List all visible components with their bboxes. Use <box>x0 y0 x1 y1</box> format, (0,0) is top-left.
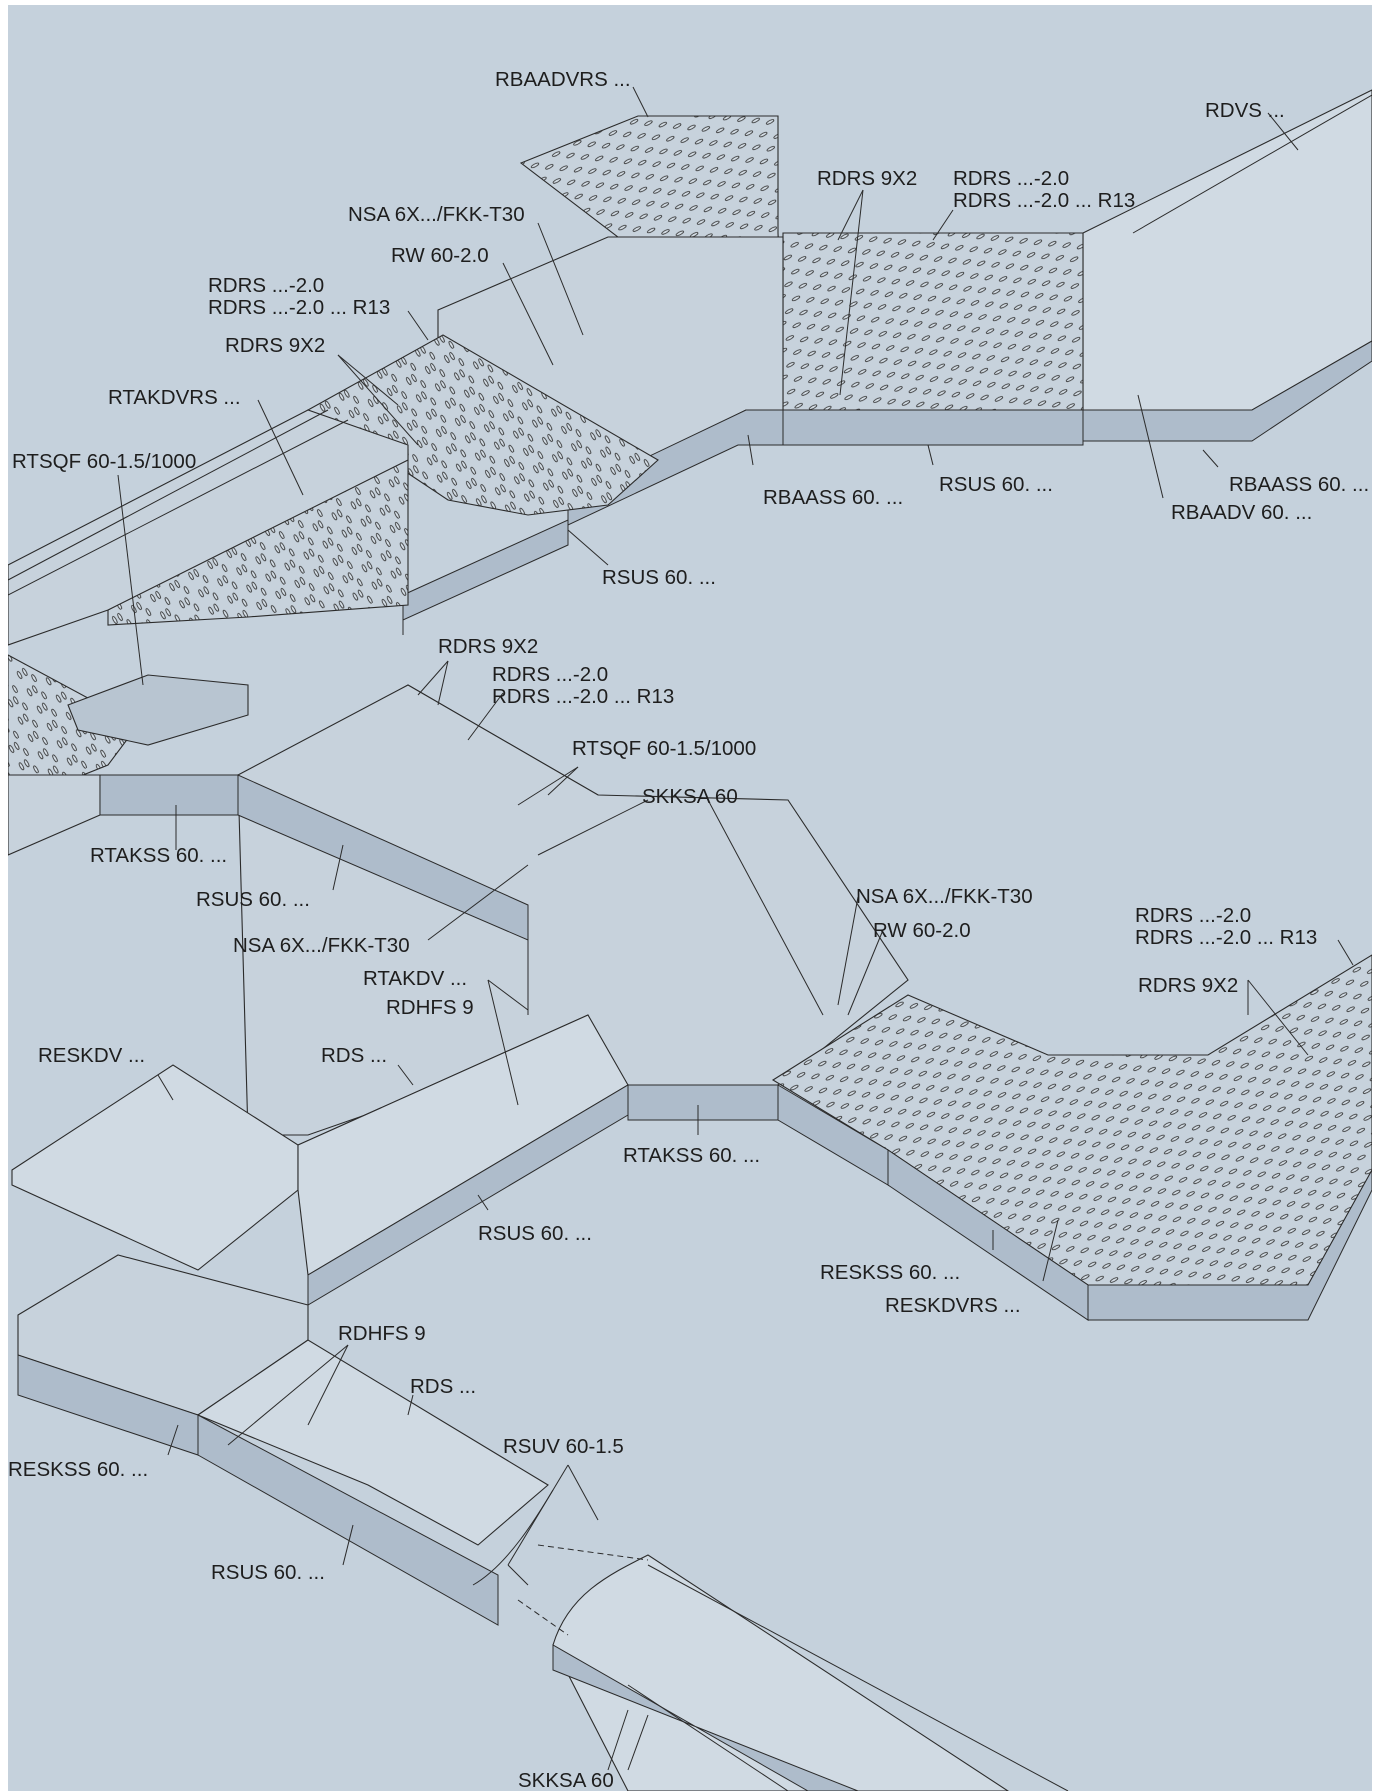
label-rsuv: RSUV 60-1.5 <box>503 1435 624 1458</box>
label-rbaass-center: RBAASS 60. ... <box>763 486 904 509</box>
diagram-canvas: RBAADVRS ... RDVS ... RDRS 9X2 RDRS ...-… <box>8 5 1372 1792</box>
label-skksa-mid: SKKSA 60 <box>642 785 738 808</box>
lower-left-solid-cover <box>11 1014 629 1306</box>
label-rsus-lower-center: RSUS 60. ... <box>478 1222 592 1245</box>
label-skksa-bottom: SKKSA 60 <box>518 1769 614 1792</box>
label-rdrs-2-r13-top: RDRS ...-2.0 ... R13 <box>953 189 1136 212</box>
label-rsus-upper: RSUS 60. ... <box>602 566 716 589</box>
right-perforated-elbow <box>771 954 1372 1321</box>
label-rsus-top-center: RSUS 60. ... <box>939 473 1053 496</box>
label-rds-upper: RDS ... <box>321 1044 388 1067</box>
middle-long-tray <box>237 684 909 1136</box>
label-rdhfs-lower: RDHFS 9 <box>338 1322 426 1345</box>
label-rbaadv: RBAADV 60. ... <box>1171 501 1313 524</box>
label-reskdv: RESKDV ... <box>38 1044 146 1067</box>
label-rdrs-2-r13-upper-left: RDRS ...-2.0 ... R13 <box>208 296 391 319</box>
label-rdrs-2-right: RDRS ...-2.0 <box>1135 904 1252 927</box>
label-rbaass-right: RBAASS 60. ... <box>1229 473 1370 496</box>
label-rtakdvrs: RTAKDVRS ... <box>108 386 241 409</box>
label-nsa-mid-right: NSA 6X.../FKK-T30 <box>856 885 1033 908</box>
label-rdrs-2-r13-right: RDRS ...-2.0 ... R13 <box>1135 926 1318 949</box>
label-rdrs-2-upper-left: RDRS ...-2.0 <box>208 274 325 297</box>
label-rdrs-9x2-upper-left: RDRS 9X2 <box>225 334 326 357</box>
label-rdrs-2-top: RDRS ...-2.0 <box>953 167 1070 190</box>
label-rdrs-2-r13-mid: RDRS ...-2.0 ... R13 <box>492 685 675 708</box>
label-reskss-left: RESKSS 60. ... <box>8 1458 149 1481</box>
label-rdhfs-upper: RDHFS 9 <box>386 996 474 1019</box>
label-rsus-bottom: RSUS 60. ... <box>211 1561 325 1584</box>
label-rtakss-center: RTAKSS 60. ... <box>623 1144 761 1167</box>
label-rtsqf-mid: RTSQF 60-1.5/1000 <box>572 737 757 760</box>
label-nsa-top: NSA 6X.../FKK-T30 <box>348 203 525 226</box>
left-middle-tray <box>8 654 249 856</box>
label-rw-top: RW 60-2.0 <box>391 244 489 267</box>
label-rdrs-2-mid: RDRS ...-2.0 <box>492 663 609 686</box>
label-rtakdv: RTAKDV ... <box>363 967 468 990</box>
label-rtakss-left: RTAKSS 60. ... <box>90 844 228 867</box>
label-rds-lower: RDS ... <box>410 1375 477 1398</box>
label-nsa-mid-left: NSA 6X.../FKK-T30 <box>233 934 410 957</box>
label-rdrs-9x2-right: RDRS 9X2 <box>1138 974 1239 997</box>
bottom-straight-tray <box>472 1489 1069 1791</box>
cable-tray-assembly-drawing <box>8 86 1372 1791</box>
leader-lines <box>117 86 1354 1771</box>
label-rw-mid-right: RW 60-2.0 <box>873 919 971 942</box>
lower-tray-body <box>17 1254 549 1626</box>
label-reskdvrs: RESKDVRS ... <box>885 1294 1021 1317</box>
left-long-tray <box>8 409 409 646</box>
top-flat-perforated-cover <box>782 232 1084 446</box>
label-rbaadvrs-top: RBAADVRS ... <box>495 68 631 91</box>
label-reskss-right: RESKSS 60. ... <box>820 1261 961 1284</box>
top-right-tray <box>1082 89 1372 442</box>
label-rdvs: RDVS ... <box>1205 99 1285 122</box>
label-rsus-mid-left: RSUS 60. ... <box>196 888 310 911</box>
label-rtsqf-top: RTSQF 60-1.5/1000 <box>12 450 197 473</box>
label-rdrs-9x2-mid: RDRS 9X2 <box>438 635 539 658</box>
label-rdrs-9x2-top: RDRS 9X2 <box>817 167 918 190</box>
